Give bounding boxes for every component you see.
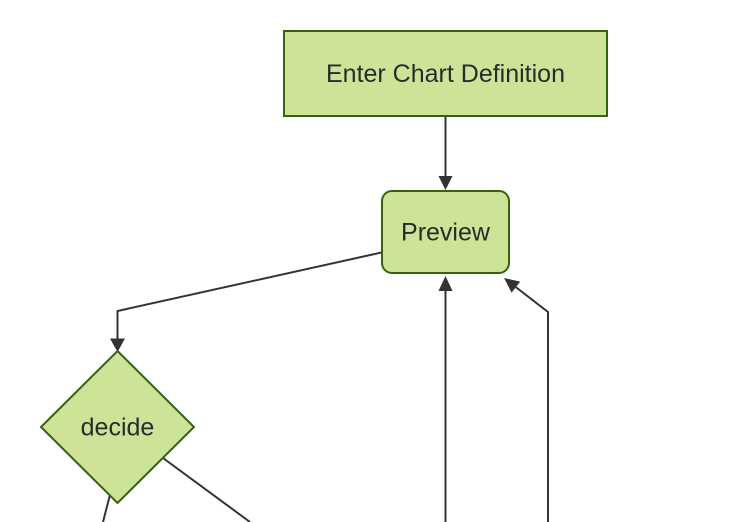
preview-box [381,190,510,274]
edge-preview-to-decide [116,250,387,340]
edge-bottom-right-to-preview [514,285,549,522]
edge-layer [102,116,549,522]
arrowhead-enter-to-preview [438,176,453,190]
preview-label: Preview [401,219,491,247]
decide-label: decide [81,414,155,442]
arrowhead-bottom-to-preview [438,276,453,291]
arrowhead-preview-to-decide [110,338,125,352]
node-layer: Enter Chart Definition Preview decide [39,30,608,505]
node-enter-chart-definition: Enter Chart Definition [283,30,608,117]
enter-chart-definition-label: Enter Chart Definition [326,60,565,88]
enter-chart-definition-box [283,30,608,117]
arrowhead-bottom-right-to-preview [504,278,521,293]
node-preview: Preview [381,190,510,274]
node-decide: decide [39,349,196,505]
edge-decide-to-bottom-right [147,446,251,522]
decide-diamond [39,349,196,505]
